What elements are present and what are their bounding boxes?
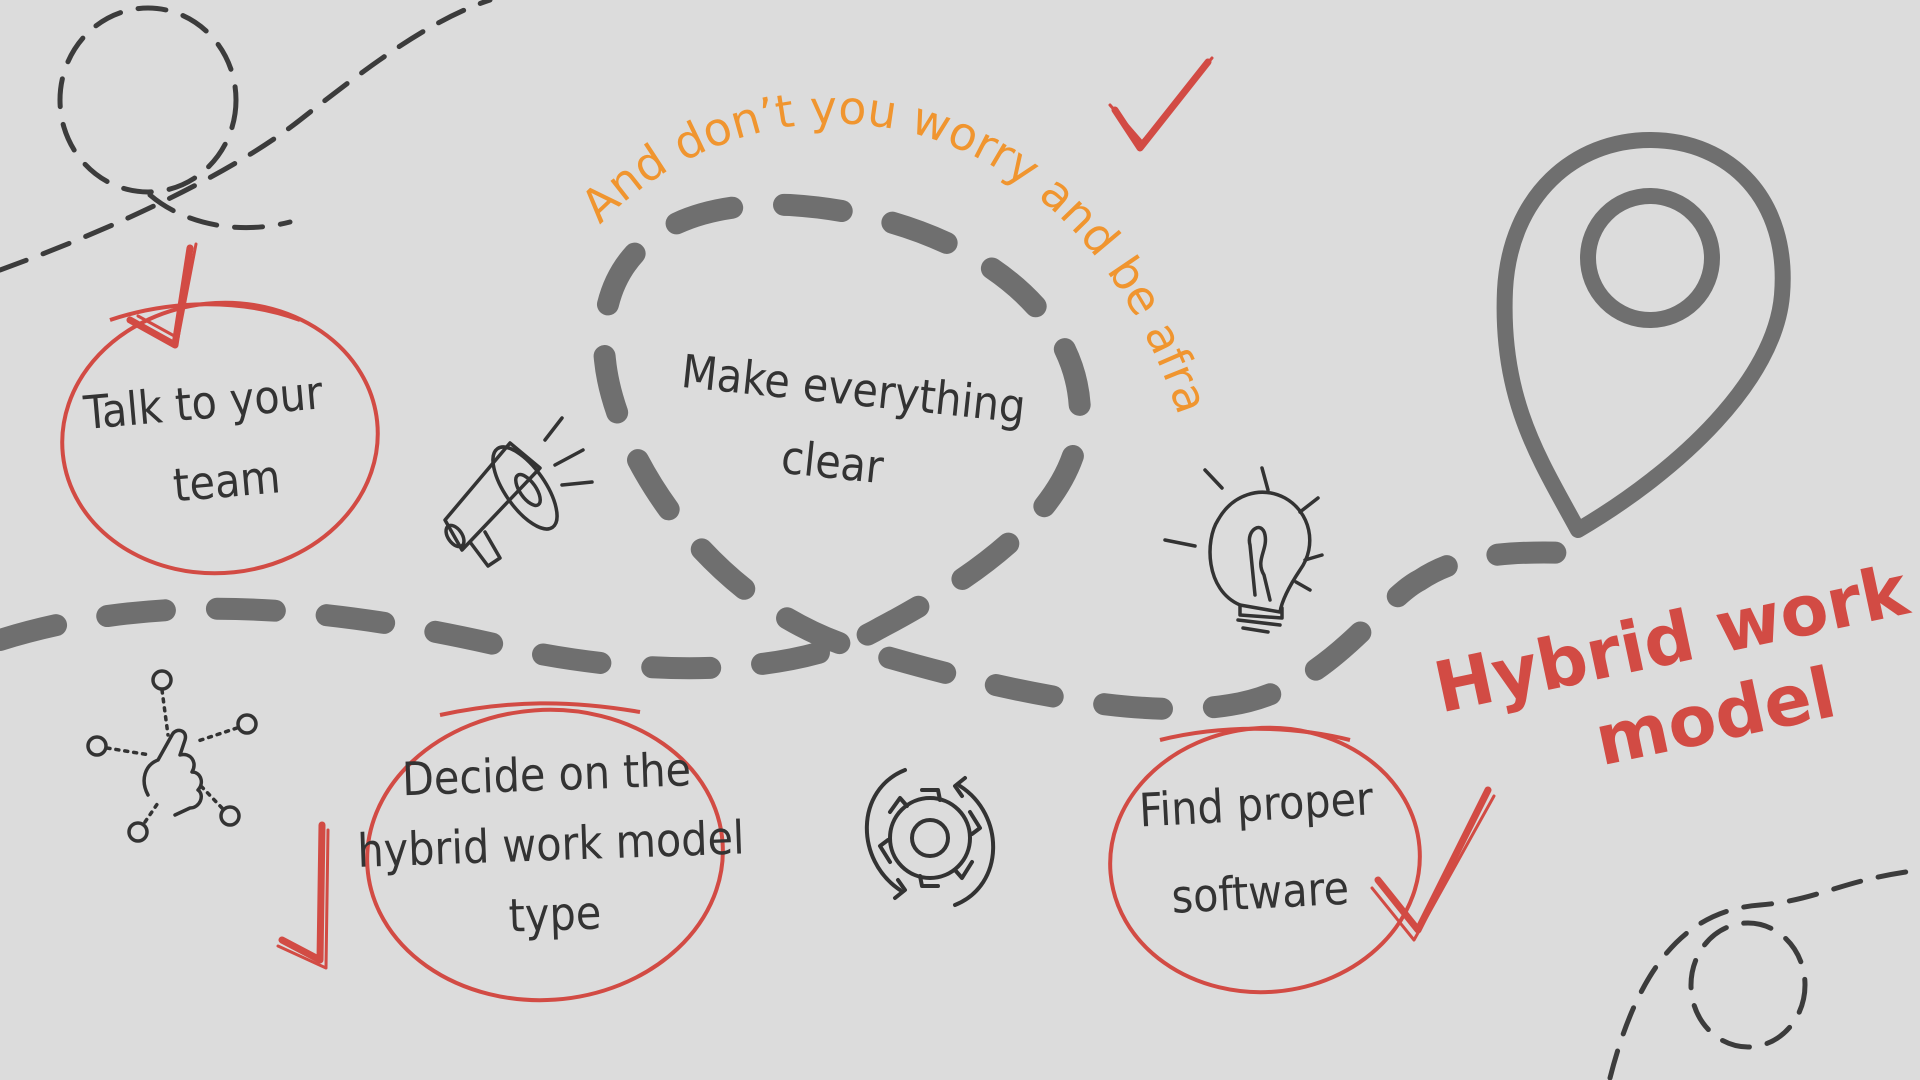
megaphone-icon <box>443 416 594 568</box>
checkmark-icon <box>1370 786 1496 942</box>
decide-step-circle <box>365 701 725 1003</box>
lightbulb-icon <box>1163 466 1324 634</box>
checkmark-icon <box>276 821 330 970</box>
software-step-circle <box>1108 725 1422 995</box>
checkmark-icon <box>1108 56 1214 152</box>
clear-step-label: Make everything clear <box>671 344 1041 510</box>
top-left-dashed-loop <box>0 0 493 273</box>
touch-network-icon <box>86 669 258 843</box>
bottom-right-dashed-loop <box>1607 867 1920 1080</box>
decide-step-label: Decide on the hybrid work model type <box>354 740 761 948</box>
checkmark-icon <box>126 242 198 349</box>
talk-step-circle <box>60 300 380 576</box>
talk-step-label: Talk to your team <box>81 364 345 520</box>
page-title: Hybrid work model <box>1427 544 1920 812</box>
gear-sync-icon <box>864 768 996 907</box>
software-step-label: Find proper software <box>1138 771 1392 926</box>
main-dashed-path <box>0 193 1581 720</box>
location-pin-icon <box>1496 132 1791 538</box>
